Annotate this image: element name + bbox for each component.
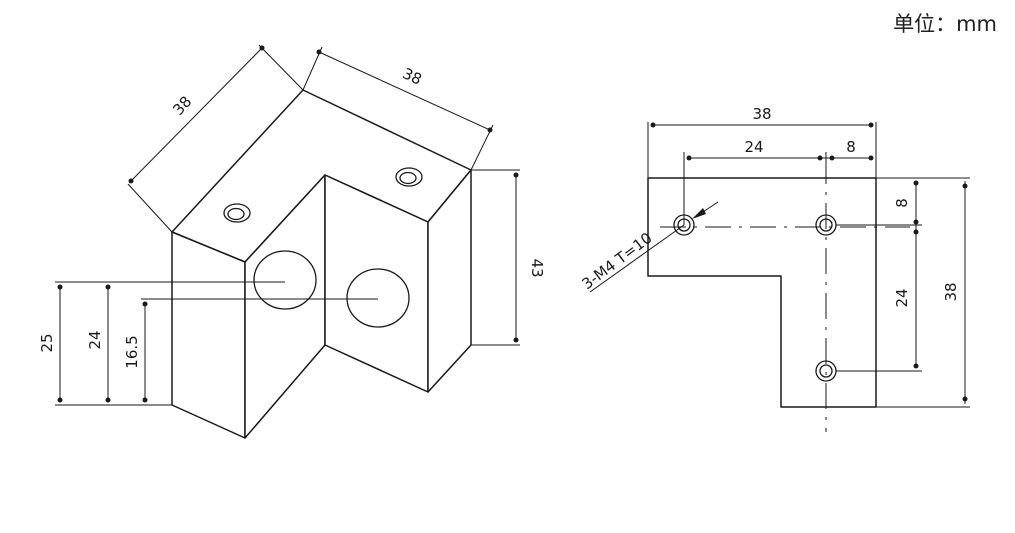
plan-hole-callout-leader: [589, 201, 719, 293]
iso-bore-right: [346, 268, 410, 328]
plan-dim-vertical-chain: [836, 177, 922, 372]
plan-dim-height: [876, 177, 970, 408]
iso-dim-24-label: 24: [86, 330, 104, 349]
plan-dim-horizontal-chain: [683, 152, 874, 225]
iso-dim-16-5-label: 16.5: [123, 335, 141, 368]
iso-left-front-face: [171, 231, 246, 439]
plan-view: 38 24 8 8 24: [578, 105, 970, 432]
iso-dim-top-right: [302, 46, 494, 171]
plan-dim-8-horizontal-label: 8: [846, 138, 856, 156]
iso-top-hole-left: [223, 203, 251, 223]
plan-dim-24-vertical-label: 24: [893, 288, 911, 307]
plan-dim-8-vertical-label: 8: [893, 198, 911, 208]
iso-dim-25-label: 25: [38, 333, 56, 352]
iso-dim-height-label: 43: [528, 258, 546, 277]
iso-dim-top-right-label: 38: [400, 64, 425, 88]
unit-label: 单位：mm: [893, 12, 997, 36]
iso-dim-top-left-label: 38: [169, 93, 195, 119]
plan-dim-24-horizontal-label: 24: [744, 138, 763, 156]
plan-dim-height-label: 38: [942, 282, 960, 301]
iso-top-hole-right: [395, 167, 423, 187]
iso-dim-25: [55, 281, 172, 406]
iso-dim-height: [471, 169, 520, 346]
iso-dim-top-left: [127, 44, 304, 233]
iso-dim-24: [104, 281, 285, 403]
iso-bore-left: [253, 250, 317, 310]
iso-dim-16-5: [141, 298, 378, 403]
plan-hole-callout-label: 3-M4 T=10: [578, 229, 655, 293]
isometric-view: 38 38 43 25: [38, 44, 546, 439]
plan-outline: [647, 177, 877, 408]
plan-dim-width-label: 38: [752, 105, 771, 123]
plan-dim-width: [647, 122, 877, 178]
